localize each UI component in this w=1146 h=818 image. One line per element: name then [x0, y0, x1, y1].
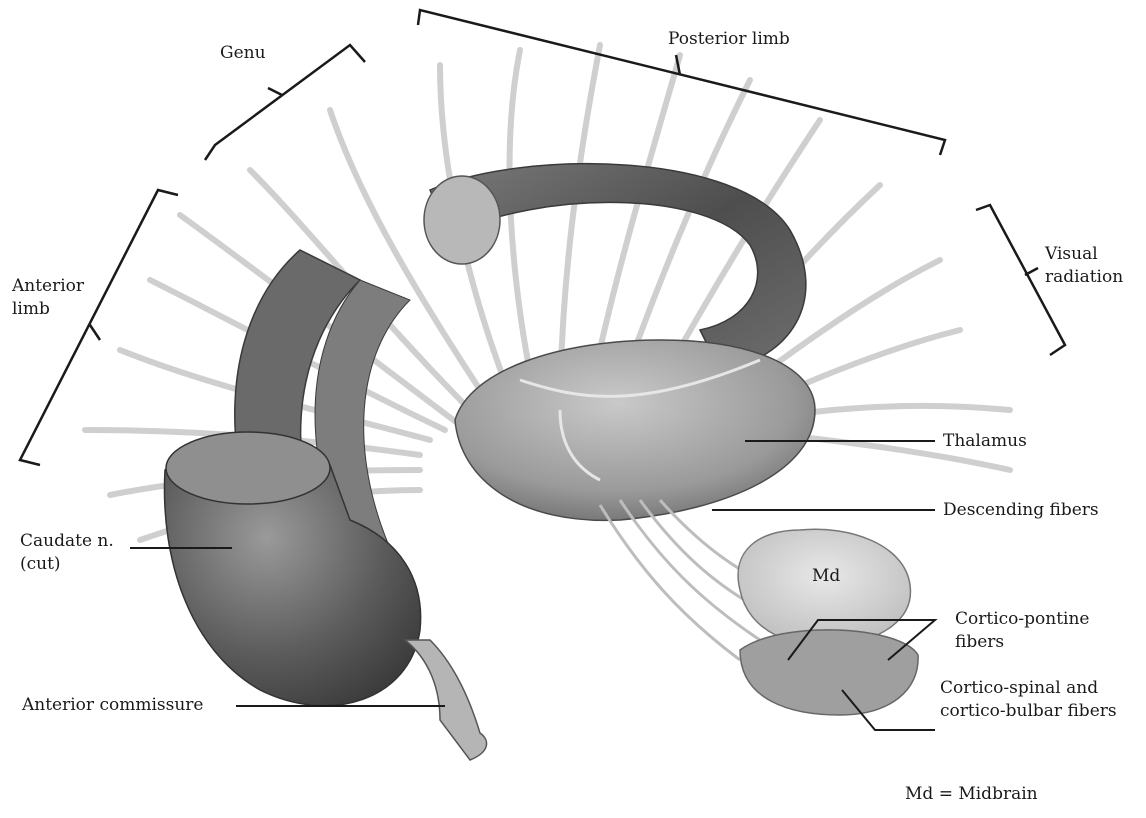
label-cortico-pontine-line2: fibers: [955, 631, 1004, 653]
label-anterior-limb-line2: limb: [12, 298, 50, 320]
label-visual-radiation-line2: radiation: [1045, 266, 1123, 288]
caudate-cut-surface-top: [424, 176, 500, 264]
label-genu: Genu: [220, 42, 266, 64]
cerebral-peduncle: [740, 630, 918, 715]
label-cortico-spinal-line2: cortico-bulbar fibers: [940, 700, 1117, 722]
label-md: Md: [812, 565, 840, 587]
thalamus: [455, 340, 815, 520]
label-caudate-line2: (cut): [20, 553, 61, 575]
caudate-cut-face: [166, 432, 330, 504]
midbrain: [738, 529, 918, 715]
label-descending-fibers: Descending fibers: [943, 499, 1099, 521]
anterior-limb-tick: [90, 325, 100, 340]
label-posterior-limb: Posterior limb: [668, 28, 790, 50]
label-thalamus: Thalamus: [943, 430, 1027, 452]
anterior-limb-bracket: [20, 190, 178, 465]
anterior-commissure-shape: [405, 640, 487, 760]
label-visual-radiation-line1: Visual: [1045, 243, 1098, 265]
label-caudate-line1: Caudate n.: [20, 530, 114, 552]
label-anterior-limb-line1: Anterior: [12, 275, 84, 297]
genu-tick: [268, 88, 282, 95]
legend-md-midbrain: Md = Midbrain: [905, 783, 1038, 805]
label-cortico-pontine-line1: Cortico-pontine: [955, 608, 1089, 630]
label-anterior-commissure: Anterior commissure: [22, 694, 203, 716]
label-cortico-spinal-line1: Cortico-spinal and: [940, 677, 1098, 699]
